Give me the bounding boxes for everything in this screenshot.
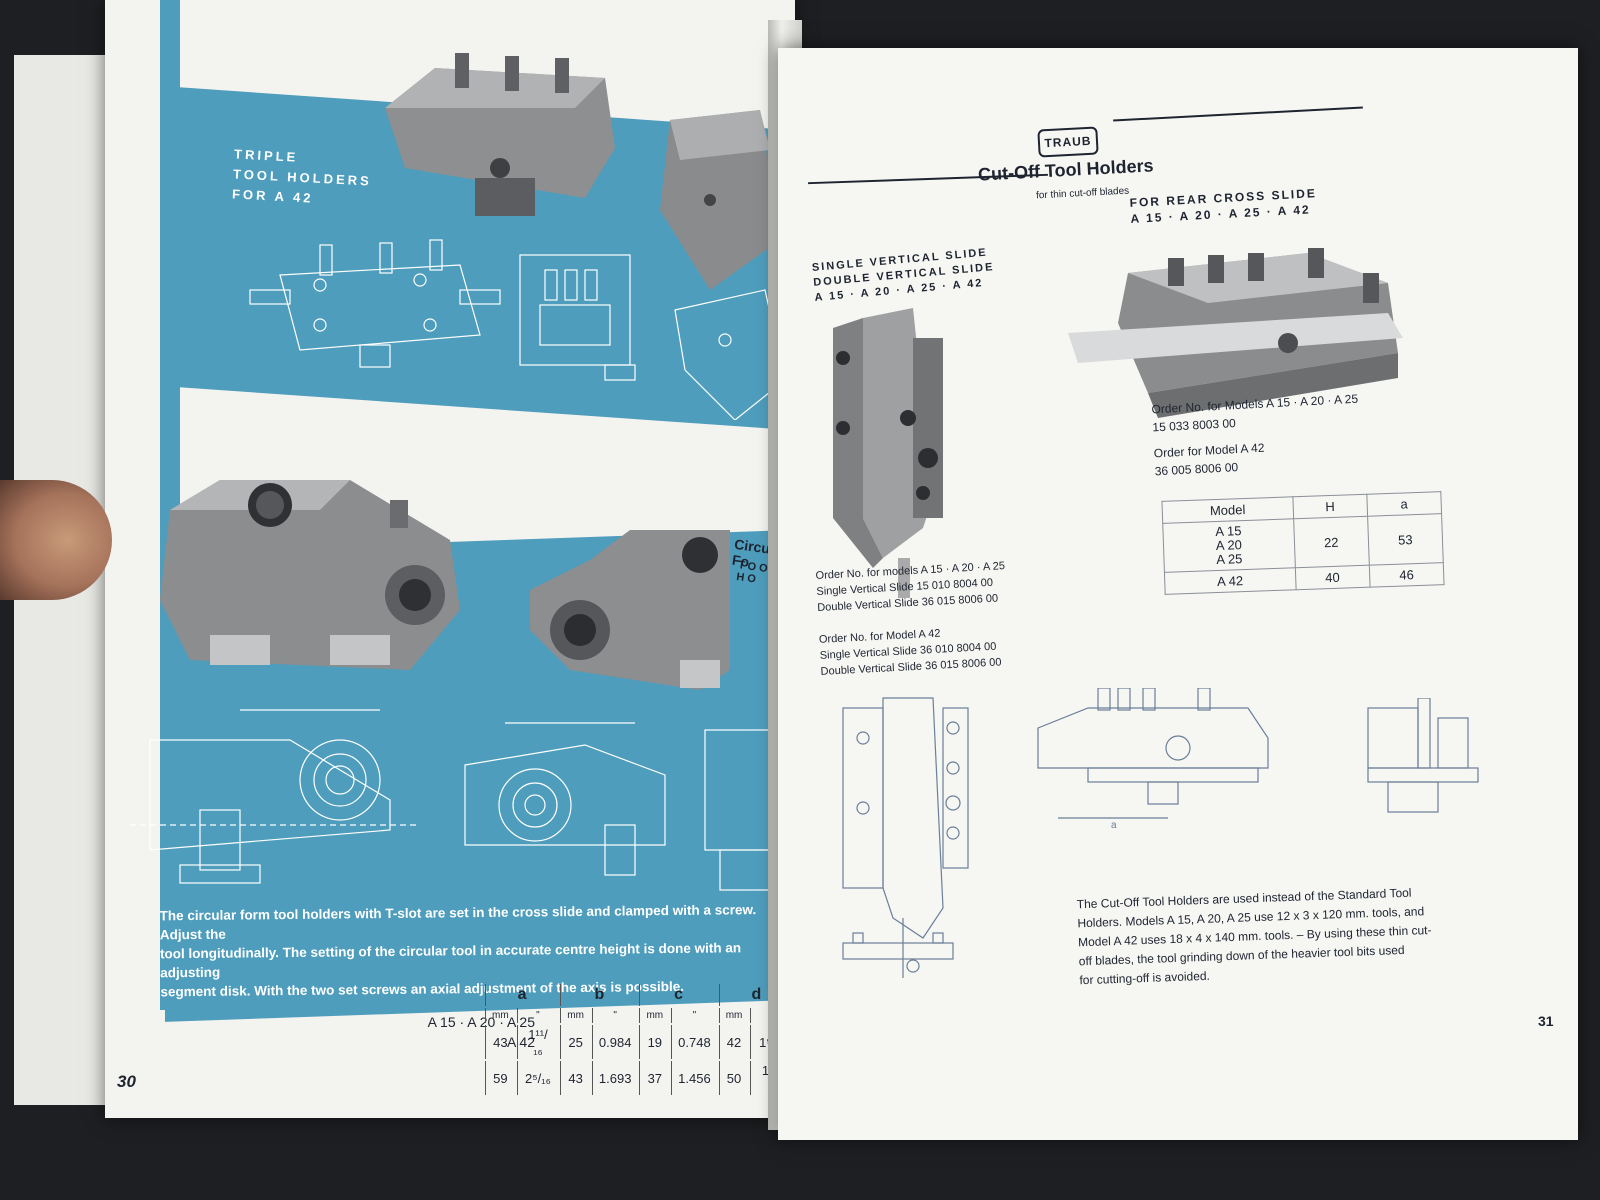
- dim-header-a: a: [485, 984, 558, 1006]
- vertical-slide-drawing-bottom: [833, 928, 963, 978]
- dim-cell: 1.693: [591, 1061, 638, 1095]
- dim-cell: 19: [639, 1025, 669, 1059]
- dim-cell: 37: [639, 1061, 669, 1095]
- dim-cell: 43: [560, 1061, 590, 1095]
- cut-off-description: The Cut-Off Tool Holders are used instea…: [1076, 881, 1499, 991]
- dim-row: 43 1¹¹/₁₆ 25 0.984 19 0.748 42 1⁹/₁₆: [485, 1025, 793, 1059]
- dim-cell: 1¹¹/₁₆: [516, 1025, 559, 1059]
- right-page: TRAUB Cut-Off Tool Holders for thin cut-…: [778, 48, 1578, 1140]
- angled-holder-drawing: [665, 270, 785, 420]
- right-page-number: 31: [1538, 1013, 1554, 1029]
- dimension-table: a b c d mm " mm " mm " mm " 43 1¹¹/₁₆ 25…: [483, 982, 795, 1097]
- page-title: Cut-Off Tool Holders: [977, 155, 1155, 185]
- dim-header-b: b: [560, 984, 637, 1006]
- dim-header-letters: a b c d: [485, 984, 793, 1006]
- dim-cell: 25: [560, 1025, 590, 1059]
- drawing-dimension-label: a: [1111, 820, 1117, 831]
- dim-cell: 59: [485, 1061, 515, 1095]
- spec-header-a: a: [1366, 491, 1442, 517]
- holding-thumb: [0, 480, 112, 600]
- dim-row-model: A 15 · A 20 · A 25: [427, 1014, 535, 1030]
- triple-tool-holders-heading: TRIPLE TOOL HOLDERS FOR A 42: [231, 146, 373, 206]
- dim-cell: 50: [718, 1061, 749, 1095]
- dim-unit: ": [591, 1008, 638, 1023]
- dim-cell: 0.748: [671, 1025, 717, 1059]
- dim-row-model: A 42: [506, 1034, 535, 1050]
- dim-unit: mm: [560, 1008, 590, 1023]
- dim-unit: ": [671, 1008, 717, 1023]
- angled-holder-photo: [650, 90, 780, 300]
- rear-cross-slide-photo: [1068, 243, 1408, 433]
- vertical-slide-photo: [823, 298, 953, 598]
- rear-order-numbers: Order No. for Models A 15 · A 20 · A 25 …: [1151, 390, 1362, 481]
- dim-row: 59 2⁵/₁₆ 43 1.693 37 1.456 50 1¹⁵/₁₆: [485, 1061, 793, 1095]
- circular-holder-drawing-middle: [445, 715, 675, 895]
- rear-slide-drawing: [1018, 688, 1298, 848]
- dim-unit: mm: [718, 1008, 749, 1023]
- page-subtitle: for thin cut-off blades: [1035, 185, 1130, 202]
- dim-header-units: mm " mm " mm " mm ": [485, 1008, 793, 1023]
- spec-cell-h: 22: [1293, 516, 1370, 568]
- circular-holder-photo-large: [150, 470, 470, 690]
- spec-cell-a: 46: [1369, 562, 1445, 588]
- circular-holder-photo-small: [520, 520, 740, 695]
- rear-slide-drawing-side: [1358, 698, 1488, 828]
- spec-cell-a: 53: [1367, 513, 1444, 566]
- spec-cell-model: A 15 A 20 A 25: [1162, 518, 1296, 573]
- left-page: TRIPLE TOOL HOLDERS FOR A 42: [105, 0, 795, 1118]
- spec-header-h: H: [1292, 494, 1368, 519]
- dimension-models: A 15 · A 20 · A 25 A 42: [315, 1012, 535, 1052]
- triple-holder-photo: [375, 48, 625, 218]
- triple-holder-drawing-front: [240, 235, 510, 375]
- dim-header-d: d: [718, 984, 793, 1006]
- title-rule-right: [1113, 106, 1363, 122]
- left-page-number: 30: [117, 1072, 136, 1091]
- rear-cross-slide-heading: FOR REAR CROSS SLIDE A 15 · A 20 · A 25 …: [1129, 185, 1318, 227]
- vertical-slide-drawing: [833, 688, 973, 988]
- dim-cell: 2⁵/₁₆: [516, 1061, 559, 1095]
- dim-unit: mm: [639, 1008, 669, 1023]
- dim-cell: 0.984: [591, 1025, 638, 1059]
- vertical-order-numbers: Order No. for models A 15 · A 20 · A 25 …: [815, 558, 1010, 680]
- circular-holder-drawing-front: [130, 700, 420, 890]
- spec-cell-h: 40: [1295, 565, 1370, 590]
- dim-cell: 42: [718, 1025, 749, 1059]
- dim-unit: ": [516, 1008, 559, 1023]
- dim-cell: 43: [485, 1025, 515, 1059]
- traub-logo: TRAUB: [1037, 126, 1099, 158]
- vertical-slide-heading: SINGLE VERTICAL SLIDE DOUBLE VERTICAL SL…: [811, 245, 996, 306]
- dim-unit: mm: [485, 1008, 515, 1023]
- dim-cell: 1.456: [671, 1061, 717, 1095]
- spec-cell-model: A 42: [1164, 567, 1296, 595]
- spec-table: Model H a A 15 A 20 A 25 22 53 A 42 40 4…: [1161, 491, 1445, 595]
- triple-holder-drawing-side: [510, 245, 660, 385]
- dim-header-c: c: [639, 984, 716, 1006]
